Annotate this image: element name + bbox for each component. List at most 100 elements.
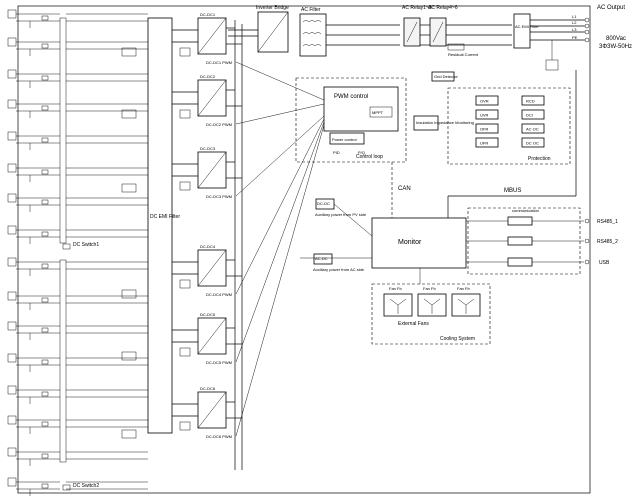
- svg-text:OVR: OVR: [480, 99, 489, 104]
- dcdc-2-label: DC-DC2: [200, 74, 216, 79]
- usb-label: USB: [599, 260, 610, 266]
- cooling-system-region: [371, 283, 491, 345]
- dc-switch-2-label: DC Switch2: [73, 483, 99, 489]
- svg-text:AC OC: AC OC: [526, 127, 539, 132]
- line-l3-label: L3: [572, 27, 577, 32]
- ac-emi-filter-label: AC EMI Filter: [515, 24, 539, 29]
- ac-output-spec-1: 800Vac: [606, 36, 626, 42]
- svg-text:UVR: UVR: [480, 113, 489, 118]
- dc-switch-1-label: DC Switch1: [73, 242, 99, 248]
- pv-input-15: [7, 447, 148, 466]
- protection-items: OVR UVR OFR UFR RCD DCI AC OC DC OC: [475, 95, 545, 148]
- pv-input-5: [7, 131, 148, 150]
- pv-input-11: [7, 321, 148, 340]
- rs485-1-module: [507, 216, 533, 226]
- string-monitor-4: [121, 289, 137, 299]
- protection-item-ufr: UFR: [475, 137, 499, 148]
- fan-2-icon: Fan Fb: [417, 286, 447, 317]
- pv-input-14: [7, 415, 148, 434]
- pv-input-2: [7, 37, 148, 56]
- fan-3-icon: Fan Fb: [451, 286, 481, 317]
- mbus-label: MBUS: [504, 188, 521, 194]
- ac-output-label: AC Output: [597, 5, 625, 11]
- cooling-system-label: Cooling System: [440, 336, 475, 342]
- pv-input-10: [7, 291, 148, 310]
- string-monitor-2: [121, 109, 137, 119]
- dc-emi-filter-label: DC EMI Filter: [150, 214, 180, 220]
- power-control-block: [329, 132, 365, 145]
- insulation-label: Insulation Impedance Monitoring: [416, 120, 474, 125]
- dcdc-3-label: DC-DC3: [200, 146, 216, 151]
- dc-switch-1-box: [62, 243, 71, 250]
- protection-item-ofr: OFR: [475, 123, 499, 134]
- string-monitor-6: [121, 429, 137, 439]
- pv-input-16: [7, 477, 148, 496]
- output-spd-block: [545, 59, 559, 71]
- pv-input-12: [7, 353, 148, 372]
- ac-filter-block: [299, 13, 327, 57]
- dc-switch-1-bar: [59, 17, 67, 244]
- acdc-aux-label: AC-DC: [315, 256, 328, 261]
- control-loop-label: Control loop: [356, 154, 383, 160]
- protection-item-dci: DCI: [521, 109, 545, 120]
- line-l2-label: L2: [572, 20, 577, 25]
- can-label: CAN: [398, 186, 411, 192]
- rs485-2-module: [507, 236, 533, 246]
- dcdc-4-pwm-label: DC-DC4 PWM: [206, 292, 232, 297]
- monitor-label: Monitor: [398, 239, 422, 246]
- svg-text:DCI: DCI: [526, 113, 533, 118]
- ac-emi-filter-block: [513, 13, 531, 49]
- external-fans-label: External Fans: [398, 321, 429, 327]
- ac-filter-label: AC Filter: [301, 7, 321, 13]
- usb-module: [507, 257, 533, 267]
- pv-input-strings: [7, 9, 148, 496]
- power-control-label: Power control: [332, 137, 357, 142]
- pv-input-4: [7, 99, 148, 118]
- dcdc-1-label: DC-DC1: [200, 12, 216, 17]
- grid-detector-label: Grid Detector: [434, 74, 458, 79]
- mppt-block: [369, 106, 393, 118]
- pv-input-7: [7, 193, 148, 212]
- residual-current-label: Residual Current: [448, 52, 479, 57]
- fan-1-icon: Fan Fb: [383, 286, 413, 317]
- string-monitor-3: [121, 183, 137, 193]
- dcdc-4-label: DC-DC4: [200, 244, 216, 249]
- fan-3-feedback-label: Fan Fb: [457, 286, 470, 291]
- fan-2-feedback-label: Fan Fb: [423, 286, 436, 291]
- dc-switch-2-box: [62, 484, 71, 491]
- ac-relay-4-6-label: AC Relay4~6: [428, 5, 458, 11]
- string-monitor-5: [121, 351, 137, 361]
- pq-label: P/Q: [358, 150, 365, 155]
- dcdc-1-pwm-label: DC-DC1 PWM: [206, 60, 232, 65]
- pwm-control-label: PWM control: [334, 94, 368, 100]
- aux-from-ac-label: Auxiliary power from AC side: [313, 267, 365, 272]
- dcdc-5-pwm-label: DC-DC5 PWM: [206, 360, 232, 365]
- grid-detector-block: [431, 71, 455, 82]
- inverter-bridge-label: Inverter Bridge: [256, 5, 289, 11]
- line-pe-label: PE: [572, 35, 578, 40]
- aux-power-ac-block: [313, 253, 333, 265]
- protection-label: Protection: [528, 156, 551, 162]
- communication-label: communication: [512, 208, 539, 213]
- aux-from-pv-label: Auxiliary power from PV side: [315, 212, 367, 217]
- pv-input-6: [7, 163, 148, 182]
- pv-input-3: [7, 69, 148, 88]
- dcdc-6-pwm-label: DC-DC6 PWM: [206, 434, 232, 439]
- dc-emi-filter-block: [147, 17, 173, 434]
- protection-item-dc-oc: DC OC: [521, 137, 545, 148]
- external-fans: Fan Fb Fan Fb Fan Fb: [383, 286, 481, 317]
- protection-item-ovr: OVR: [475, 95, 499, 106]
- dc-switch-2-bar: [59, 259, 67, 463]
- inverter-enclosure: [17, 5, 591, 494]
- svg-text:RCD: RCD: [526, 99, 535, 104]
- dcdc-2-pwm-label: DC-DC2 PWM: [206, 122, 232, 127]
- svg-text:OFR: OFR: [480, 127, 489, 132]
- rs485-2-label: RS485_2: [597, 239, 618, 245]
- svg-text:DC OC: DC OC: [526, 141, 539, 146]
